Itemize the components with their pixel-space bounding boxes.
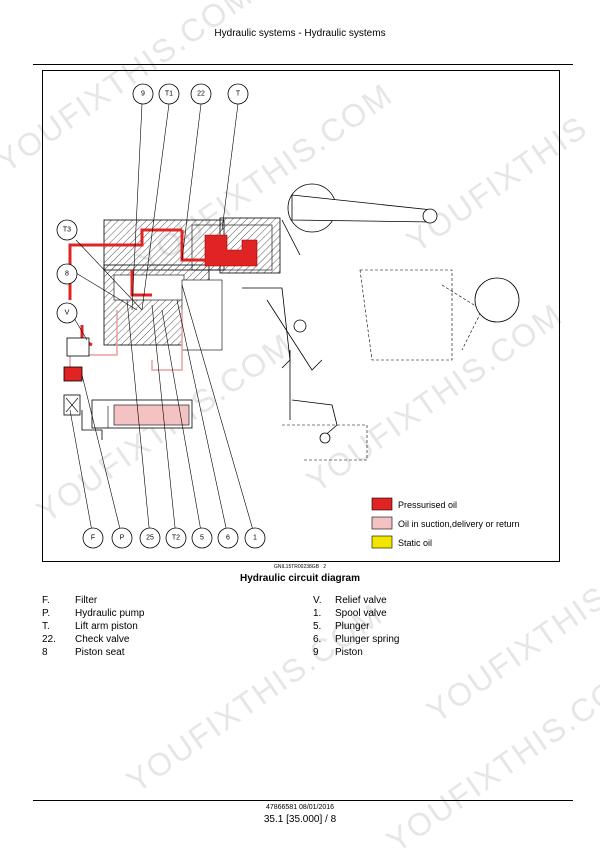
callout-bubble [82,527,104,549]
key-name: Hydraulic pump [75,608,145,619]
key-name: Piston seat [75,647,125,658]
callout-bubble [56,302,78,324]
callout-label: V [65,310,70,317]
figure-number: 2 [323,564,326,570]
figure-caption: Hydraulic circuit diagram [239,573,361,584]
key-row: V. Relief valve [313,594,399,607]
key-name: Plunger spring [335,634,400,645]
key-row: 5. Plunger [313,620,399,633]
key-name: Spool valve [335,608,387,619]
callout-label: 8 [65,271,69,278]
footer-page-number: 35.1 [35.000] / 8 [263,814,337,825]
pressure-line [68,228,182,300]
key-code: 8 [42,647,48,658]
watermark: YOUFIXTHIS [420,578,600,730]
callout-bubble [165,527,187,549]
figure-code-id: GNIL15TR00238GB [274,564,320,570]
callout-bubble [132,83,154,105]
key-code: 6. [313,634,322,645]
callout-label: 25 [146,535,154,542]
relief-valve [66,337,90,357]
lift-arm [291,194,433,223]
callout-bubble [227,83,249,105]
callout-bubble [191,527,213,549]
callout-label: P [120,535,125,542]
legend-label: Static oil [398,538,432,548]
key-code: P. [42,608,51,619]
callout-label: F [91,535,95,542]
legend-label: Pressurised oil [398,500,457,510]
diagram-legend: Pressurised oil Oil in suction,delivery … [371,497,520,549]
callout-bubble [139,527,161,549]
key-name: Lift arm piston [75,621,138,632]
key-name: Plunger [335,621,370,632]
key-name: Relief valve [335,595,387,606]
key-row: P. Hydraulic pump [42,607,144,620]
key-left-column: F. Filter P. Hydraulic pump T. Lift arm pis… [42,594,144,659]
callout-bubble [244,527,266,549]
footer-rule [33,800,573,801]
key-code: 22. [42,634,56,645]
lift-piston-pressurised [204,234,258,267]
key-name: Filter [75,595,98,606]
callout-label: 1 [253,535,257,542]
callout-bubble [111,527,133,549]
legend-swatch [371,516,393,530]
key-right-column: V. Relief valve 1. Spool valve 5. Plunger 6… [313,594,399,659]
hydraulic-circuit-diagram: 9 T1 22 T T3 8 V F P 25 T2 5 6 1 Pressur… [56,83,520,549]
hydraulic-pump [63,366,83,382]
callout-label: T [236,91,241,98]
key-row: 22. Check valve [42,633,144,646]
callout-label: 5 [200,535,204,542]
key-code: V. [313,595,322,606]
page-header-title: Hydraulic systems - Hydraulic systems [214,28,386,39]
callout-label: 22 [197,91,205,98]
reservoir-oil [113,404,190,426]
key-row: 6. Plunger spring [313,633,399,646]
key-code: 5. [313,621,322,632]
legend-swatch [371,497,393,511]
key-row: F. Filter [42,594,144,607]
cam-wheel [474,277,520,323]
callout-bubble [56,219,78,241]
footer-doc-id: 47866581 08/01/2016 [265,804,335,811]
key-code: 1. [313,608,322,619]
callout-bubble [190,83,212,105]
callout-bubble [158,83,180,105]
callout-label: T1 [165,91,173,98]
key-row: 9 Piston [313,646,399,659]
watermark: YOUFIXTHIS.COM [380,655,600,860]
header-rule [33,64,573,65]
callout-label: T2 [172,535,180,542]
key-code: T. [42,621,50,632]
callout-bubble [217,527,239,549]
key-name: Check valve [75,634,130,645]
callout-label: 6 [226,535,230,542]
figure-code: GNIL15TR00238GB 2 [0,564,600,570]
key-code: 9 [313,647,319,658]
key-row: 8 Piston seat [42,646,144,659]
key-code: F. [42,595,50,606]
key-name: Piston [335,647,363,658]
callout-label: 9 [141,91,145,98]
diagram-frame [42,70,560,562]
key-row: T. Lift arm piston [42,620,144,633]
callout-bubble [56,263,78,285]
legend-label: Oil in suction,delivery or return [398,519,520,529]
callout-label: T3 [63,227,71,234]
key-row: 1. Spool valve [313,607,399,620]
legend-swatch [371,535,393,549]
